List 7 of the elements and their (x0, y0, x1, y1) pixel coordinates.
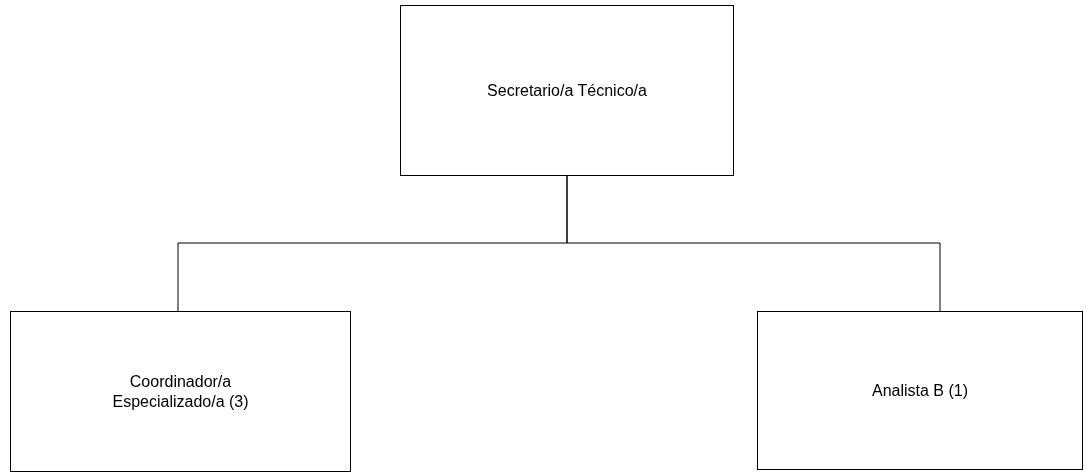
org-box (400, 5, 734, 176)
role-label: Analista B (1) (871, 380, 968, 401)
connector-line (566, 175, 941, 312)
role-label: Coordinador/a Especializado/a (3) (111, 371, 250, 412)
org-box (757, 311, 1083, 470)
org-box (10, 311, 351, 472)
role-label: Secretario/a Técnico/a (487, 80, 647, 101)
